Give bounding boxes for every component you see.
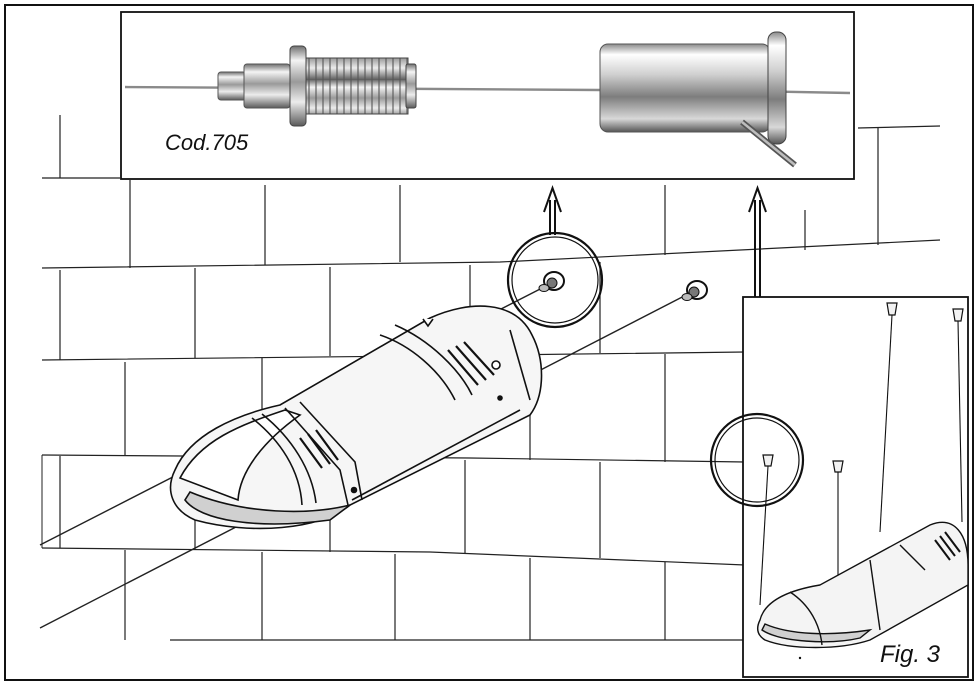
figure-3-inset: Fig. 3 <box>709 296 969 678</box>
product-inset: Cod.705 <box>120 11 855 180</box>
inset-code-label: Cod.705 <box>165 130 249 155</box>
figure-caption: Fig. 3 <box>880 641 941 668</box>
cable-gripper-photo <box>217 45 417 127</box>
detail-arrows <box>543 185 767 405</box>
lamp-fixture <box>169 305 543 530</box>
detail-callout-circle-2 <box>709 412 805 508</box>
wall-bracket-photo <box>599 31 797 168</box>
outer-frame <box>4 4 974 681</box>
wall-bracket-left <box>538 271 565 292</box>
wall-bracket-right <box>681 280 708 301</box>
